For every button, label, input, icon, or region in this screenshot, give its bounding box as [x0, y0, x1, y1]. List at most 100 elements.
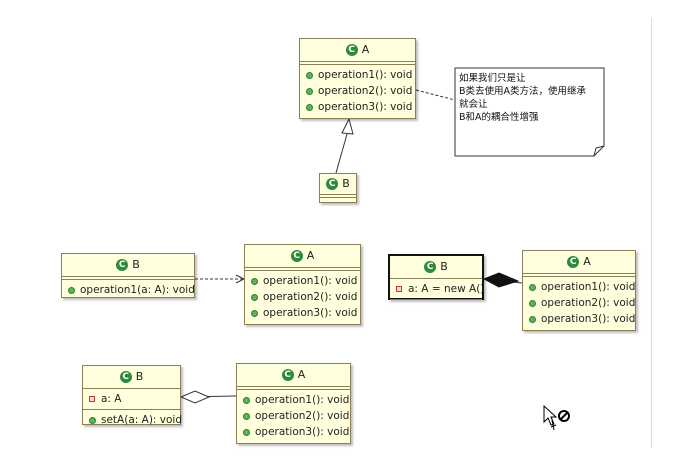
note-anchor-line[interactable]	[415, 89, 456, 101]
operation-label: setA(a: A): void	[101, 414, 183, 426]
public-operation-icon	[243, 428, 250, 436]
operation-row[interactable]: operation2(): void	[245, 289, 360, 305]
operation-row[interactable]: operation1(): void	[300, 67, 415, 83]
operation-row[interactable]: operation3(): void	[300, 99, 415, 115]
class-name: A	[306, 249, 315, 262]
operation-label: operation3(): void	[541, 313, 636, 325]
public-operation-icon	[306, 71, 313, 79]
operation-row[interactable]: operation1(): void	[523, 279, 635, 295]
attributes-section	[320, 195, 356, 198]
class-name: A	[297, 368, 306, 381]
public-operation-icon	[306, 87, 313, 95]
operations-section: operation1(a: A): void	[62, 280, 195, 300]
class-icon: C	[281, 369, 294, 381]
attribute-row[interactable]: a: A	[83, 391, 180, 407]
operation-label: operation2(): void	[541, 297, 636, 309]
attributes-section	[245, 268, 360, 271]
attributes-section	[300, 62, 415, 65]
public-operation-icon	[529, 315, 536, 323]
operations-section	[320, 198, 356, 200]
class-name: B	[440, 260, 448, 273]
private-field-icon	[89, 396, 95, 402]
class-name: B	[132, 258, 140, 271]
class-icon: C	[119, 371, 132, 383]
operation-label: operation2(): void	[255, 410, 350, 422]
operations-section: operation1(): void operation2(): void op…	[237, 390, 350, 442]
class-icon: C	[567, 256, 580, 268]
operation-row[interactable]: operation3(): void	[523, 311, 635, 327]
attribute-label: a: A	[101, 393, 122, 405]
operations-section: operation1(): void operation2(): void op…	[245, 271, 360, 323]
operation-row[interactable]: setA(a: A): void	[83, 412, 183, 428]
operation-label: operation1(): void	[263, 275, 358, 287]
public-operation-icon	[251, 277, 258, 285]
class-name: B	[135, 370, 144, 383]
note-line: 如果我们只是让	[459, 73, 526, 84]
attributes-section: a: A = new A()	[390, 279, 484, 300]
operation-row[interactable]: operation1(): void	[245, 273, 360, 289]
public-operation-icon	[306, 103, 313, 111]
class-icon: C	[424, 261, 437, 273]
operations-section: operation1(): void operation2(): void op…	[300, 65, 415, 117]
public-operation-icon	[68, 286, 75, 294]
operation-label: operation3(): void	[318, 101, 413, 113]
operation-row[interactable]: operation1(a: A): void	[62, 282, 195, 298]
class-name: B	[342, 177, 350, 190]
public-operation-icon	[251, 293, 258, 301]
operation-label: operation1(): void	[255, 394, 350, 406]
operation-label: operation3(): void	[255, 426, 350, 438]
operation-row[interactable]: operation2(): void	[300, 83, 415, 99]
public-operation-icon	[89, 416, 96, 424]
public-operation-icon	[529, 283, 536, 291]
aggregation-diamond	[179, 390, 211, 404]
note-line: B类去使用A类方法，使用继承	[459, 86, 587, 97]
composition-diamond	[482, 272, 520, 288]
class-name: A	[361, 43, 370, 56]
operation-row[interactable]: operation2(): void	[523, 295, 635, 311]
operations-section	[390, 300, 482, 302]
public-operation-icon	[251, 309, 258, 317]
private-field-icon	[396, 286, 402, 292]
operation-row[interactable]: operation1(): void	[237, 392, 350, 408]
class-icon: C	[345, 44, 358, 56]
operation-row[interactable]: operation3(): void	[237, 424, 350, 440]
attributes-section	[237, 387, 350, 390]
note-line: B和A的耦合性增强	[459, 112, 539, 123]
public-operation-icon	[243, 412, 250, 420]
attributes-section	[523, 274, 635, 277]
note-line: 就会让	[459, 99, 488, 110]
class-name: A	[583, 255, 591, 268]
attributes-section: a: A	[83, 389, 180, 410]
canvas-edge-divider	[651, 18, 652, 448]
note-fold	[593, 145, 605, 157]
operation-label: operation2(): void	[318, 85, 413, 97]
public-operation-icon	[529, 299, 536, 307]
attribute-row[interactable]: a: A = new A()	[390, 281, 484, 297]
operations-section: setA(a: A): void	[83, 410, 183, 430]
note-shape	[454, 67, 605, 157]
operations-section: operation1(): void operation2(): void op…	[523, 277, 635, 329]
class-icon: C	[326, 178, 339, 190]
public-operation-icon	[243, 396, 250, 404]
operation-row[interactable]: operation3(): void	[245, 305, 360, 321]
operation-row[interactable]: operation2(): void	[237, 408, 350, 424]
operation-label: operation1(): void	[541, 281, 636, 293]
generalization-line[interactable]	[335, 133, 348, 174]
note-comment[interactable]: 如果我们只是让 B类去使用A类方法，使用继承 就会让 B和A的耦合性增强	[455, 68, 604, 156]
